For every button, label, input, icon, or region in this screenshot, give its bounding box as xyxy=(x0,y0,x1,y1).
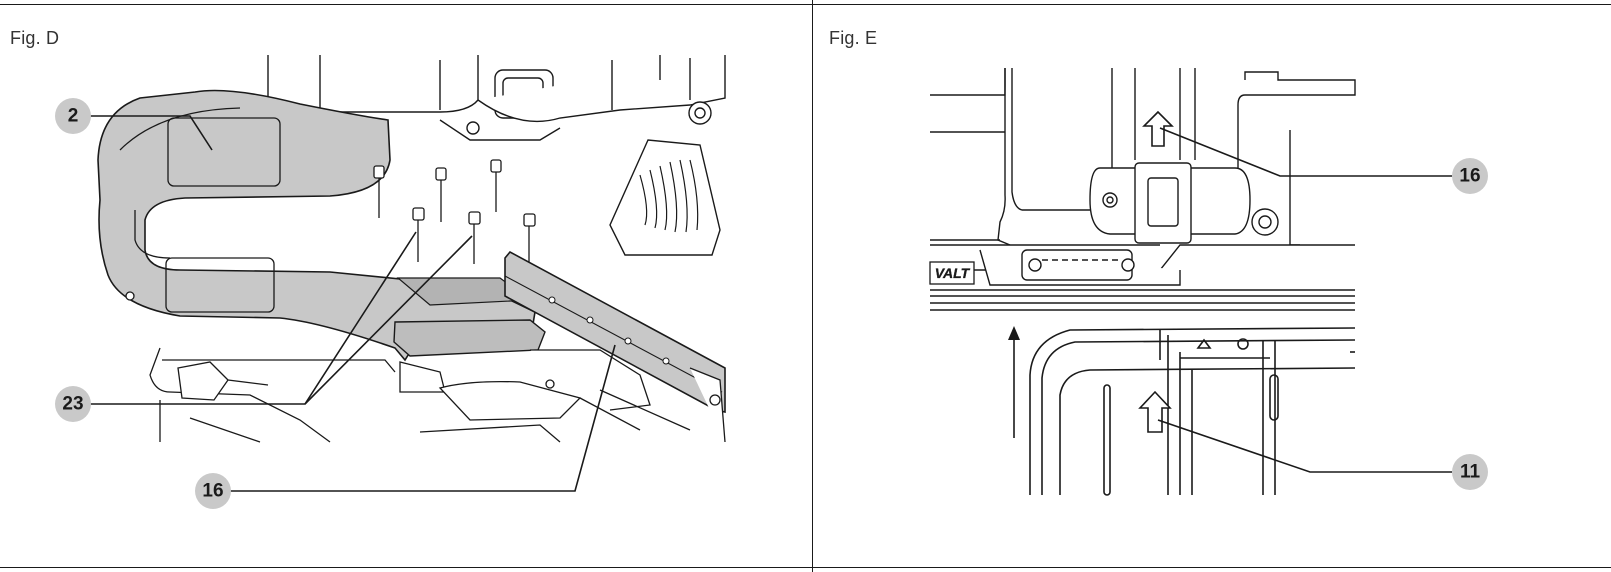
bottom-border-line xyxy=(0,567,1611,568)
chip-deflector xyxy=(639,159,699,233)
horizontal-rail xyxy=(930,289,1355,311)
svg-text:2: 2 xyxy=(68,106,79,127)
top-border-line xyxy=(0,4,1611,5)
svg-text:16: 16 xyxy=(1459,166,1480,187)
fig-e-drawing: VALT xyxy=(929,68,1356,496)
arm-pad xyxy=(393,319,546,357)
screws-part-23 xyxy=(373,159,536,264)
svg-text:16: 16 xyxy=(202,481,223,502)
rail-holes xyxy=(548,296,670,365)
leader-2 xyxy=(90,115,213,151)
direction-arrowhead xyxy=(1008,326,1020,340)
svg-text:11: 11 xyxy=(1460,462,1481,483)
leader-23-b xyxy=(304,235,473,405)
fig-d-drawing xyxy=(97,55,726,443)
brand-plate xyxy=(929,261,975,285)
leader-16-e xyxy=(1159,127,1452,177)
up-arrow-upper xyxy=(1142,110,1174,147)
callout-23: 23 xyxy=(55,386,91,422)
callout-16-fig-e: 16 xyxy=(1452,158,1488,194)
callout-16-fig-d: 16 xyxy=(195,473,231,509)
saw-base xyxy=(125,291,726,443)
leader-11 xyxy=(1157,419,1452,473)
callout-11: 11 xyxy=(1452,454,1488,490)
callout-2: 2 xyxy=(55,98,91,134)
up-arrow-lower xyxy=(1138,390,1172,433)
brand-fragment: VALT xyxy=(935,265,971,281)
svg-text:23: 23 xyxy=(62,394,83,415)
fig-e-label: Fig. E xyxy=(829,28,878,48)
panel-divider xyxy=(812,0,813,572)
fig-d-label: Fig. D xyxy=(10,28,60,48)
arm-recesses xyxy=(119,107,281,313)
tray-part-11 xyxy=(1029,327,1356,496)
rail-part-16 xyxy=(504,250,726,413)
clamp-assembly xyxy=(1021,162,1279,281)
leader-16-d xyxy=(230,344,616,492)
